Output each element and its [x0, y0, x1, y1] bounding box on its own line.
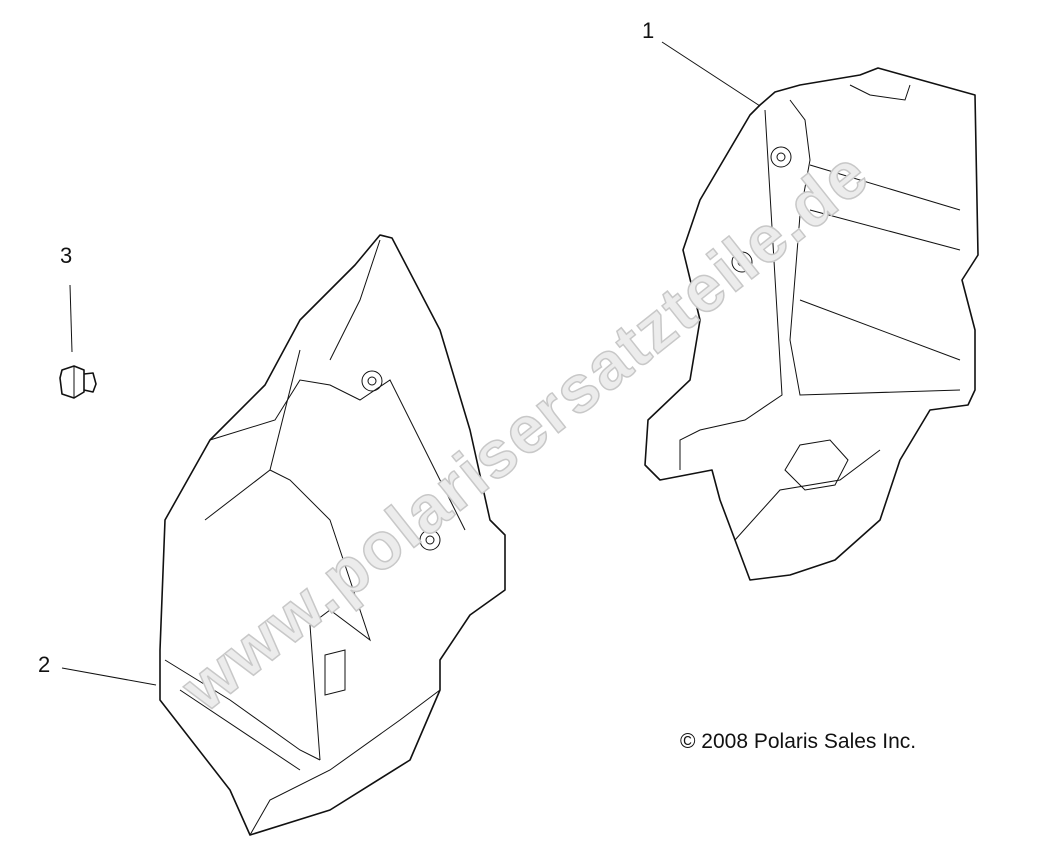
leader-line-2 — [61, 667, 157, 686]
callout-3: 3 — [60, 243, 73, 268]
leader-lines — [61, 41, 761, 686]
leader-line-1 — [661, 41, 761, 107]
copyright-notice: © 2008 Polaris Sales Inc. — [680, 730, 917, 753]
part-2-cover-left — [159, 234, 506, 836]
leader-line-3 — [69, 284, 73, 353]
part-1-cover-right — [644, 67, 979, 581]
callout-2: 2 — [38, 652, 51, 677]
callout-1: 1 — [642, 18, 655, 43]
part-3-screw — [59, 365, 97, 399]
